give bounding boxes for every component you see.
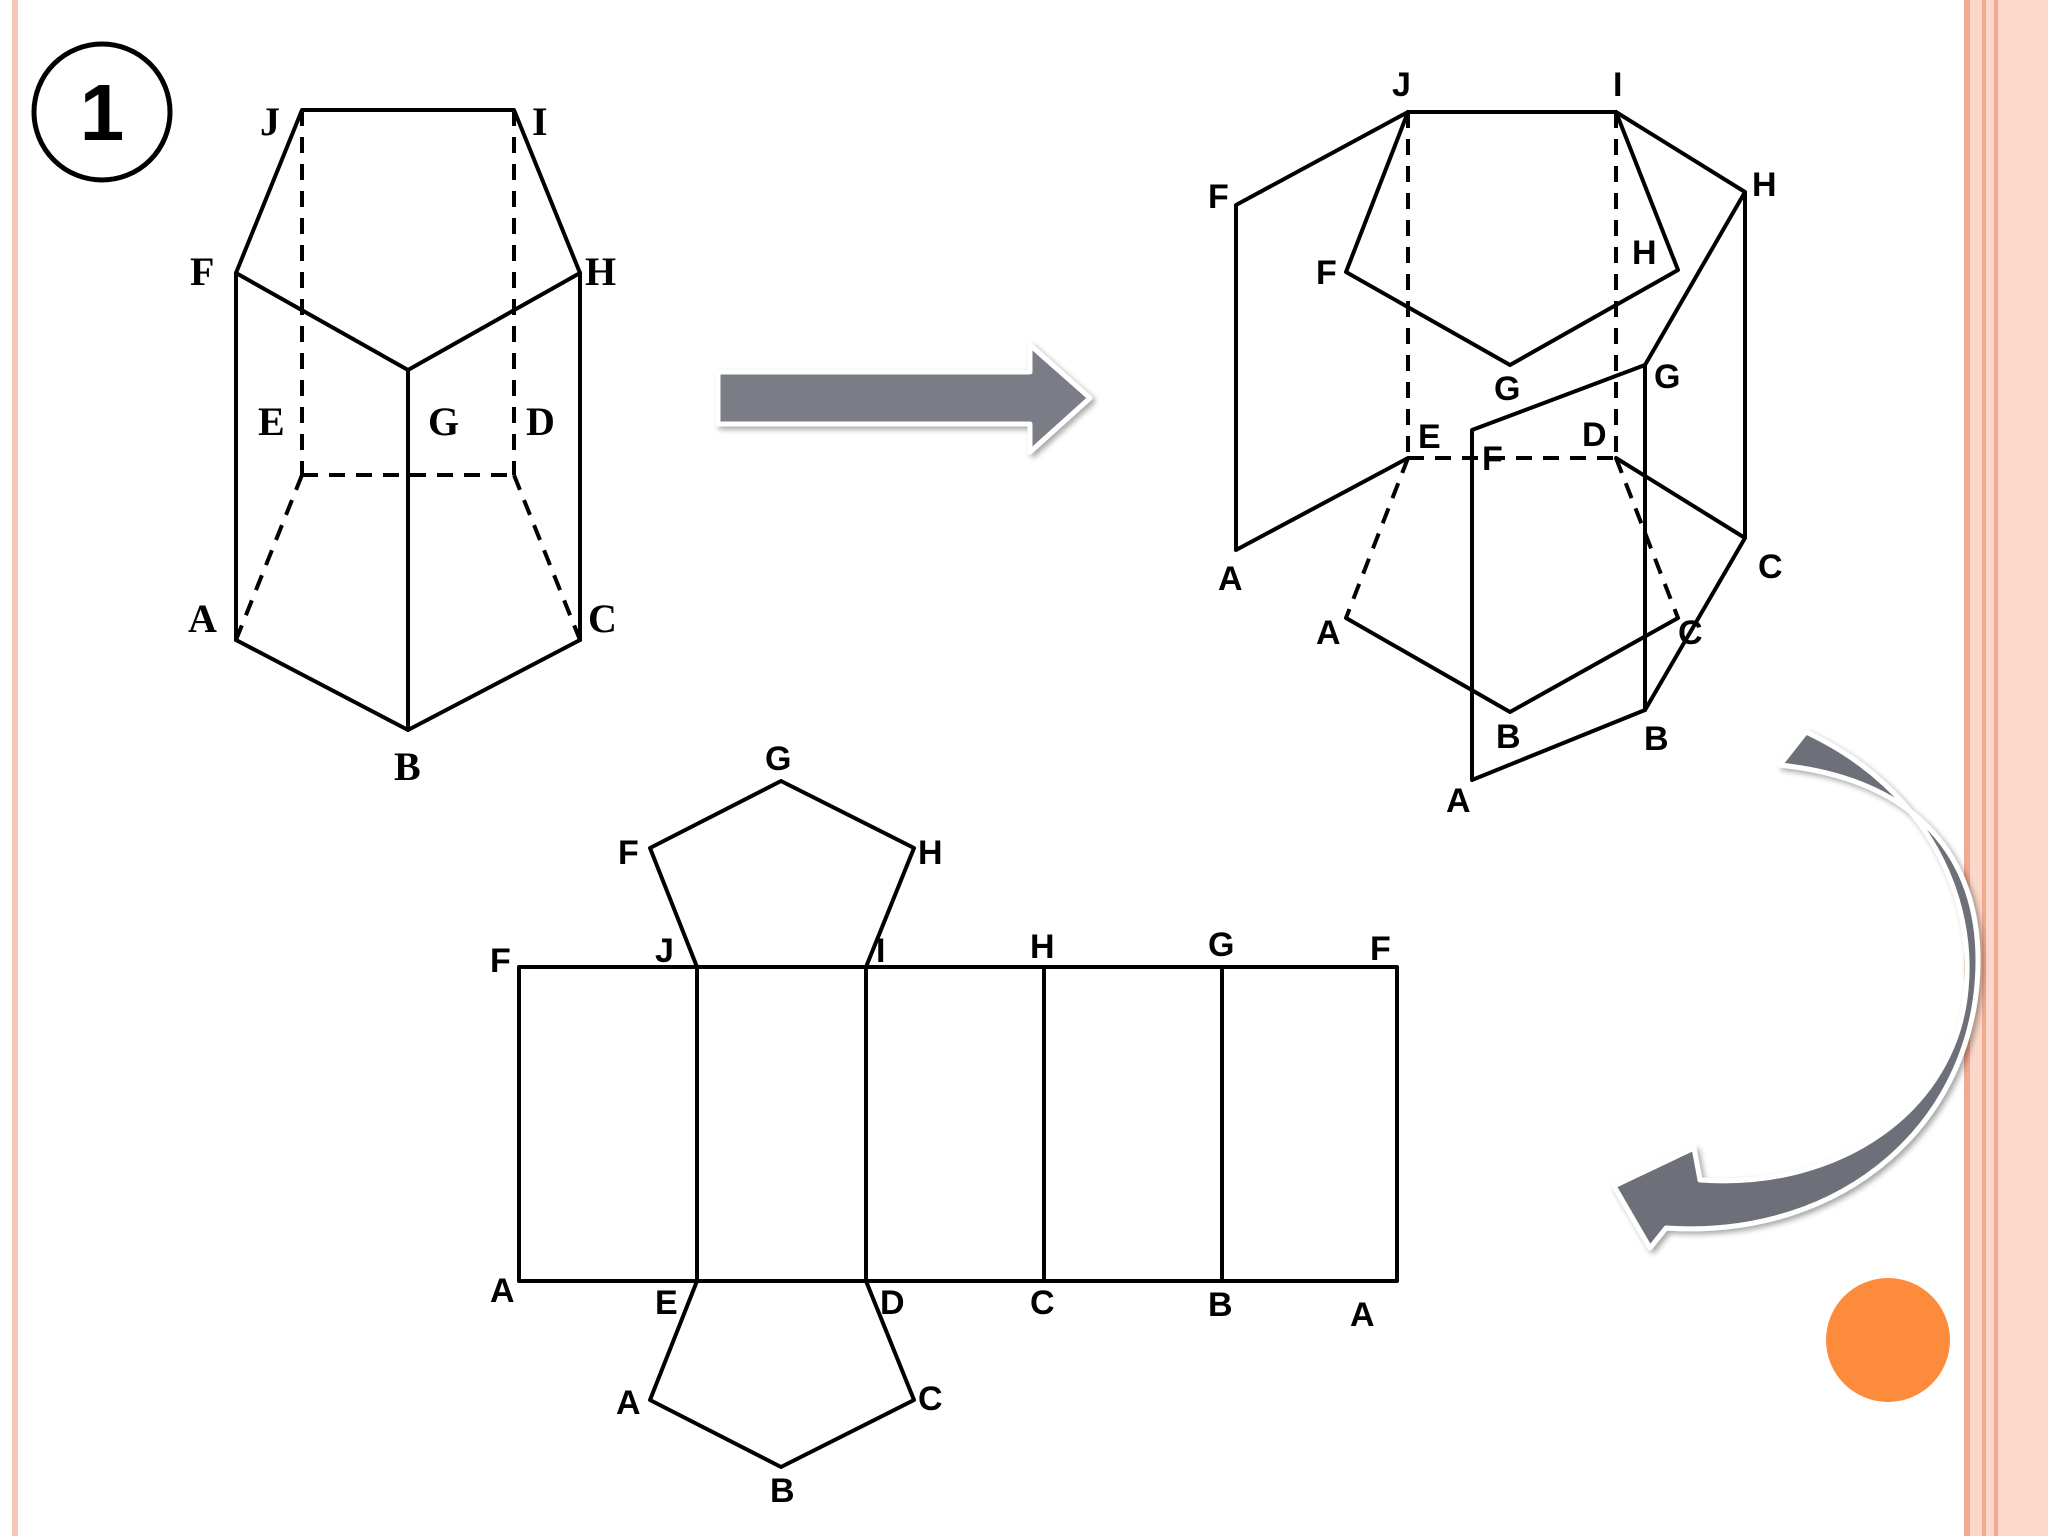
- unfold-label-c-outer: C: [1758, 548, 1783, 586]
- net-label-b-bottom: B: [770, 1472, 795, 1510]
- net-label-a-bottom: A: [616, 1384, 641, 1422]
- net-label-i: I: [876, 932, 885, 970]
- step-number: 1: [80, 68, 125, 157]
- solid-label-c: C: [588, 596, 617, 641]
- unfold-label-c-inner: C: [1678, 614, 1703, 652]
- solid-label-b: B: [394, 744, 421, 789]
- unfold-label-h-inner: H: [1632, 234, 1657, 272]
- net-label-f-top: F: [618, 834, 639, 872]
- net-label-j: J: [655, 932, 674, 970]
- right-border: [1964, 0, 2048, 1536]
- right-arrow-icon: [715, 342, 1093, 455]
- net-label-f-right: F: [1370, 930, 1391, 968]
- step-badge: 1: [31, 41, 173, 183]
- unfold-label-b-side: B: [1644, 720, 1669, 758]
- net-label-h-top: H: [918, 834, 943, 872]
- net-label-c: C: [1030, 1284, 1055, 1322]
- unfold-label-f-inner: F: [1316, 254, 1337, 292]
- solid-label-j: J: [260, 99, 280, 144]
- net-label-g: G: [1208, 926, 1234, 964]
- net-label-b: B: [1208, 1286, 1233, 1324]
- solid-label-e: E: [258, 399, 285, 444]
- unfold-label-e: E: [1418, 418, 1441, 456]
- unfold-label-f-outer: F: [1208, 178, 1229, 216]
- unfold-label-a-inner: A: [1316, 614, 1341, 652]
- unfold-label-b-inner: B: [1496, 718, 1521, 756]
- orange-dot: [1826, 1278, 1950, 1402]
- unfold-label-f-mid: F: [1482, 440, 1503, 478]
- unfold-label-a-bottom: A: [1446, 782, 1471, 820]
- net-label-h: H: [1030, 928, 1055, 966]
- unfold-label-a-outer: A: [1218, 560, 1243, 598]
- net-label-c-bottom: C: [918, 1380, 943, 1418]
- left-border: [12, 0, 18, 1536]
- unfold-label-i: I: [1613, 66, 1622, 104]
- unfold-label-g-side: G: [1654, 358, 1680, 396]
- solid-label-h: H: [585, 249, 616, 294]
- net-label-a-right: A: [1350, 1296, 1375, 1334]
- solid-label-i: I: [532, 99, 548, 144]
- solid-label-f: F: [190, 249, 214, 294]
- prism-unfolding: J I F H F H G G E F D A C A C B B A: [1208, 66, 1783, 820]
- net-label-d: D: [880, 1284, 905, 1322]
- unfold-label-g-top: G: [1494, 370, 1520, 408]
- prism-solid: J I F H E G D A C B: [188, 99, 617, 789]
- net-label-g-top: G: [765, 740, 791, 778]
- net-label-e: E: [655, 1284, 678, 1322]
- net-label-a-left: A: [490, 1272, 515, 1310]
- solid-label-d: D: [526, 399, 555, 444]
- unfold-label-h-outer: H: [1752, 166, 1777, 204]
- solid-label-a: A: [188, 596, 217, 641]
- curved-arrow-icon: [1611, 729, 1981, 1251]
- unfold-label-d: D: [1582, 416, 1607, 454]
- prism-net: G F H F J I H G F A E D C B A A C B: [490, 740, 1399, 1510]
- solid-label-g: G: [428, 399, 459, 444]
- unfold-label-j: J: [1392, 66, 1411, 104]
- net-label-f-left: F: [490, 942, 511, 980]
